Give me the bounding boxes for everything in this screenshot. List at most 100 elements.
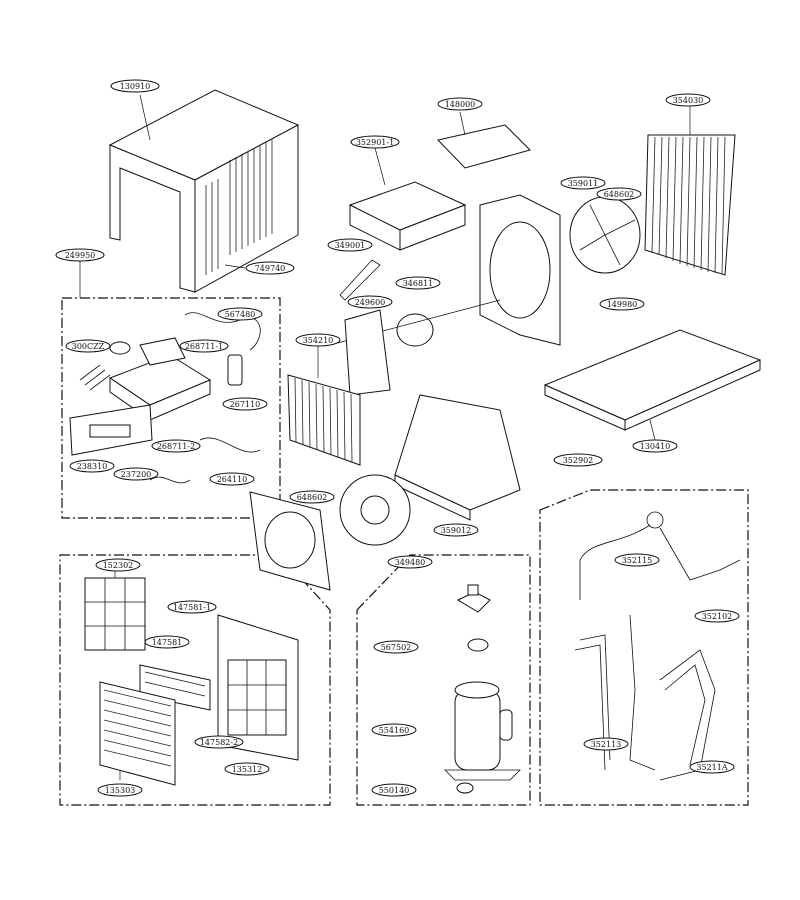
part-label-147581: 147581	[144, 635, 190, 649]
terminal-cover-part	[456, 584, 491, 613]
part-label-249950: 249950	[55, 248, 105, 262]
svg-text:352902: 352902	[563, 456, 594, 465]
svg-text:267110: 267110	[230, 400, 261, 409]
svg-text:352901-1: 352901-1	[356, 138, 394, 147]
part-label-567502: 567502	[373, 640, 419, 654]
svg-text:130910: 130910	[120, 82, 151, 91]
refrigerant-pipe-section-border	[539, 489, 749, 806]
part-label-349480: 349480	[387, 555, 433, 569]
discharge-pipe-part	[659, 649, 716, 781]
part-label-135312: 135312	[224, 762, 270, 776]
fan-part	[569, 196, 641, 274]
svg-text:352115: 352115	[622, 556, 653, 565]
upper-bracket-part	[437, 124, 531, 169]
part-label-352902: 352902	[553, 453, 603, 467]
svg-text:749740: 749740	[255, 264, 286, 273]
svg-text:648602: 648602	[297, 493, 328, 502]
svg-text:264110: 264110	[217, 475, 248, 484]
svg-text:346811: 346811	[403, 279, 434, 288]
part-label-554160: 554160	[371, 723, 417, 737]
shroud-part	[479, 194, 561, 346]
motor-mount-part	[344, 309, 391, 396]
part-label-130410: 130410	[632, 439, 678, 453]
svg-text:135303: 135303	[105, 786, 136, 795]
svg-text:147581-1: 147581-1	[173, 603, 211, 612]
part-label-268711-2: 268711-2	[151, 439, 201, 453]
air-filter-part	[84, 577, 146, 651]
part-label-354030: 354030	[665, 93, 711, 107]
svg-text:249950: 249950	[65, 251, 96, 260]
part-label-567480: 567480	[217, 307, 263, 321]
part-label-352115: 352115	[614, 553, 660, 567]
svg-text:249600: 249600	[355, 298, 386, 307]
part-label-267110: 267110	[222, 397, 268, 411]
svg-text:554160: 554160	[379, 726, 410, 735]
svg-text:349001: 349001	[335, 241, 366, 250]
svg-text:354030: 354030	[673, 96, 704, 105]
part-label-237200: 237200	[113, 467, 159, 481]
part-label-35211a: 35211A	[689, 760, 735, 774]
condenser-part	[644, 134, 736, 276]
part-label-346811: 346811	[395, 276, 441, 290]
part-label-749740: 749740	[245, 261, 295, 275]
capillary-tube-part	[579, 511, 741, 600]
svg-text:149980: 149980	[607, 300, 638, 309]
part-label-238310: 238310	[69, 459, 115, 473]
blower-wheel-part	[339, 474, 411, 546]
air-guide-part	[348, 181, 467, 251]
base-housing-part	[394, 394, 521, 521]
svg-text:567502: 567502	[381, 643, 412, 652]
part-label-354210: 354210	[295, 333, 341, 347]
svg-text:130410: 130410	[640, 442, 671, 451]
part-label-300czz: 300CZZ	[65, 339, 111, 353]
part-label-359011: 359011	[560, 176, 606, 190]
svg-text:352113: 352113	[591, 740, 622, 749]
cabinet-part	[108, 89, 300, 293]
svg-text:268711-2: 268711-2	[157, 442, 195, 451]
part-label-550140: 550140	[371, 783, 417, 797]
part-label-147581-1: 147581-1	[167, 600, 217, 614]
grommet-part	[456, 782, 474, 794]
part-label-349001: 349001	[327, 238, 373, 252]
part-label-352102: 352102	[694, 609, 740, 623]
overload-protector-part	[467, 638, 489, 652]
svg-text:35211A: 35211A	[696, 763, 727, 772]
svg-text:550140: 550140	[379, 786, 410, 795]
link-rod-part	[339, 259, 381, 301]
part-label-268711-1: 268711-1	[179, 339, 229, 353]
part-label-147582-2: 147582-2	[194, 735, 244, 749]
svg-text:359012: 359012	[441, 526, 472, 535]
compressor-part	[444, 681, 521, 781]
part-label-130910: 130910	[110, 79, 160, 93]
part-label-264110: 264110	[209, 472, 255, 486]
svg-text:567480: 567480	[225, 310, 256, 319]
svg-text:354210: 354210	[303, 336, 334, 345]
part-label-648602-lower: 648602	[289, 490, 335, 504]
part-label-152302: 152302	[95, 558, 141, 572]
base-pan-part	[543, 329, 762, 431]
part-label-352901-1: 352901-1	[350, 135, 400, 149]
svg-text:359011: 359011	[568, 179, 599, 188]
svg-text:147582-2: 147582-2	[200, 738, 238, 747]
front-grille-part	[99, 681, 176, 786]
front-panel-part	[217, 614, 299, 761]
svg-text:300CZZ: 300CZZ	[72, 342, 105, 351]
compressor-section-border	[356, 554, 531, 806]
svg-text:268711-1: 268711-1	[185, 342, 223, 351]
svg-text:352102: 352102	[702, 612, 733, 621]
svg-text:152302: 152302	[103, 561, 134, 570]
part-label-648602-upper: 648602	[596, 187, 642, 201]
suction-pipe-part	[574, 614, 656, 771]
control-box-part	[69, 312, 261, 484]
front-grille-section-border	[59, 554, 331, 806]
svg-text:148000: 148000	[445, 100, 476, 109]
svg-text:237200: 237200	[121, 470, 152, 479]
part-label-359012: 359012	[433, 523, 479, 537]
svg-text:238310: 238310	[77, 462, 108, 471]
svg-text:135312: 135312	[232, 765, 263, 774]
orifice-panel-part	[249, 491, 331, 591]
part-label-149980: 149980	[599, 297, 645, 311]
svg-text:349480: 349480	[395, 558, 426, 567]
svg-text:147581: 147581	[152, 638, 183, 647]
part-label-148000: 148000	[437, 97, 483, 111]
